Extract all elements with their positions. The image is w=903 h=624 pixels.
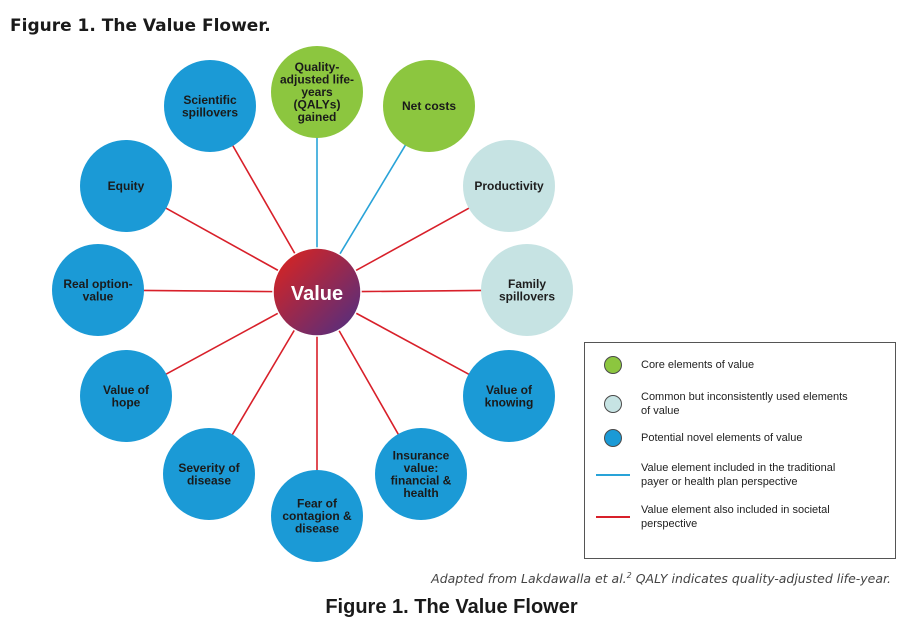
value-center-label: Value [291,283,343,305]
petal-label-real-option-value: value [83,289,114,303]
spoke-equity [164,206,281,273]
value-center-node: Value [272,247,362,337]
petal-label-severity-of-disease: disease [187,473,231,487]
caption-prefix: Adapted from Lakdawalla et al. [431,571,627,587]
legend-swatch-dot [585,356,641,374]
spoke-lines [141,136,484,472]
petal-label-severity-of-disease: Severity of [178,461,240,475]
legend-item-3: Value element included in the traditiona… [585,461,895,489]
legend-item-0: Core elements of value [585,356,895,374]
petal-label-qalys: years [301,85,333,99]
petal-circle-value-of-hope [80,350,172,442]
petal-label-fear-of-contagion: contagion & [282,509,352,523]
legend-swatch-line [585,474,641,476]
legend-swatch-dot [585,429,641,447]
petal-circle-real-option-value [52,244,144,336]
petal-label-fear-of-contagion: disease [295,522,339,536]
petal-label-insurance-value: financial & [391,473,452,487]
legend-label: Value element also included in societal … [641,504,830,530]
petal-label-insurance-value: health [403,486,438,500]
legend-item-4: Value element also included in societal … [585,503,895,531]
petal-label-family-spillovers: spillovers [499,289,555,303]
petal-circle-net-costs [383,60,475,152]
petal-qalys: Quality-adjusted life-years(QALYs)gained [271,46,363,138]
spoke-net-costs [337,143,407,257]
petal-circle-severity-of-disease [163,428,255,520]
petal-net-costs: Net costs [383,60,475,152]
petal-label-equity: Equity [108,179,145,193]
petal-label-qalys: adjusted life- [280,73,354,87]
petal-circle-insurance-value [375,428,467,520]
spoke-productivity [353,206,471,273]
petal-circle-family-spillovers [481,244,573,336]
petal-label-real-option-value: Real option- [63,277,132,291]
petal-label-net-costs: Net costs [402,99,456,113]
spoke-severity-of-disease [230,327,297,437]
figure-title-top: Figure 1. The Value Flower. [10,16,271,36]
petal-circle-qalys [271,46,363,138]
legend-item-2: Potential novel elements of value [585,429,895,447]
petal-label-family-spillovers: Family [508,277,546,291]
spoke-scientific-spillovers [231,143,297,256]
legend-label: Potential novel elements of value [641,432,803,444]
petal-circle-scientific-spillovers [164,60,256,152]
petal-real-option-value: Real option-value [52,244,144,336]
petal-group: Quality-adjusted life-years(QALYs)gained… [52,46,573,562]
petal-circle-equity [80,140,172,232]
caption-superscript: 2 [626,571,632,580]
spoke-family-spillovers [358,289,484,293]
petal-label-value-of-hope: hope [112,395,141,409]
spoke-insurance-value [337,328,400,437]
legend-label: Value element included in the traditiona… [641,462,836,488]
petal-label-scientific-spillovers: Scientific [183,93,237,107]
petal-label-value-of-knowing: Value of [486,383,533,397]
petal-label-insurance-value: Insurance [393,448,450,462]
petal-circle-productivity [463,140,555,232]
petal-label-productivity: Productivity [474,179,544,193]
source-caption: Adapted from Lakdawalla et al.2 QALY ind… [431,571,891,586]
petal-label-qalys: gained [298,110,337,124]
petal-circle-value-of-knowing [463,350,555,442]
petal-productivity: Productivity [463,140,555,232]
petal-label-qalys: (QALYs) [294,98,341,112]
petal-label-fear-of-contagion: Fear of [297,497,338,511]
spoke-real-option-value [141,289,276,293]
petal-label-scientific-spillovers: spillovers [182,105,238,119]
petal-circle-fear-of-contagion [271,470,363,562]
legend-label: Common but inconsistently used elements … [641,391,848,417]
figure-title-bottom: Figure 1. The Value Flower [325,596,578,618]
petal-label-insurance-value: value: [404,461,439,475]
legend-item-1: Common but inconsistently used elements … [585,390,895,418]
petal-label-value-of-knowing: knowing [485,395,534,409]
caption-suffix: QALY indicates quality-adjusted life-yea… [631,571,891,587]
legend-label: Core elements of value [641,359,755,371]
legend-swatch-dot [585,395,641,413]
spoke-value-of-knowing [353,311,471,376]
petal-equity: Equity [80,140,172,232]
petal-label-qalys: Quality- [295,60,340,74]
legend-swatch-line [585,516,641,518]
petal-label-value-of-hope: Value of [103,383,150,397]
spoke-value-of-hope [164,311,281,376]
